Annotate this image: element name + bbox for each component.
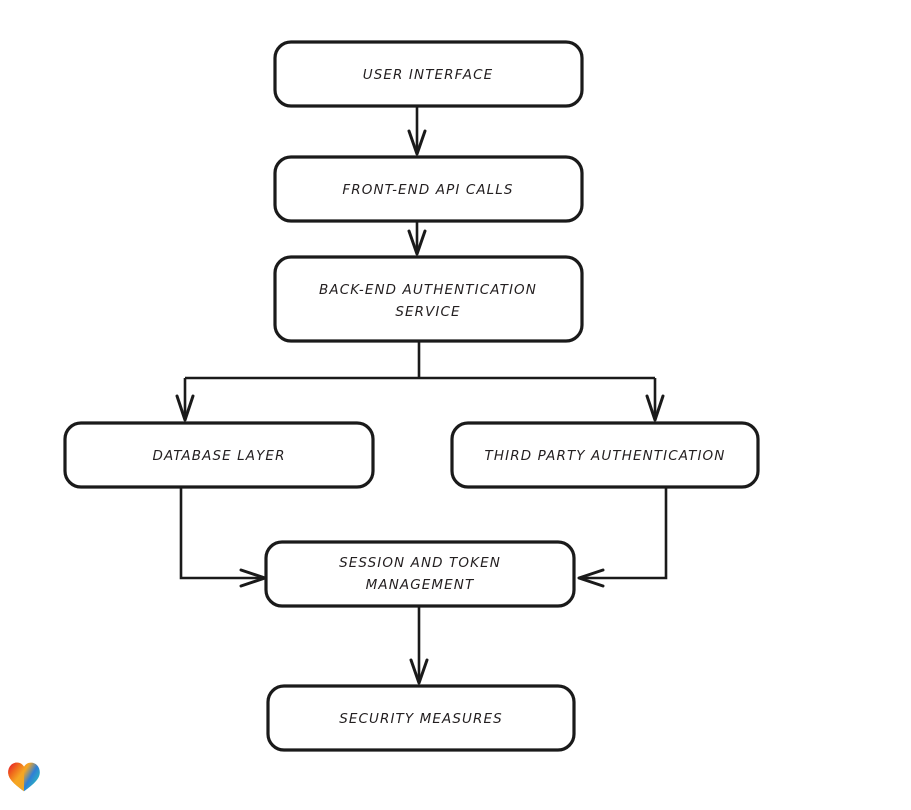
edge-api-to-backend: [407, 221, 427, 256]
node-label-session-token-mgmt-line2: MANAGEMENT: [366, 577, 475, 593]
node-box-back-end-auth-service[interactable]: [273, 255, 584, 343]
node-box-session-token-mgmt[interactable]: [264, 540, 576, 608]
heart-icon: [8, 762, 40, 792]
node-label-third-party-auth: THIRD PARTY AUTHENTICATION: [485, 448, 726, 464]
node-label-security-measures: SECURITY MEASURES: [339, 711, 503, 727]
node-box-front-end-api-calls[interactable]: [273, 155, 584, 223]
edge-backend-to-database: [175, 378, 195, 422]
node-box-user-interface[interactable]: [273, 40, 584, 108]
edge-session-to-security: [409, 606, 429, 685]
node-back-end-auth-service[interactable]: BACK-END AUTHENTICATION SERVICE: [273, 255, 584, 343]
node-session-token-mgmt[interactable]: SESSION AND TOKEN MANAGEMENT: [264, 540, 576, 608]
node-label-front-end-api-calls: FRONT-END API CALLS: [342, 182, 513, 198]
edge-ui-to-api: [407, 106, 427, 156]
node-box-security-measures[interactable]: [266, 684, 576, 752]
node-label-back-end-auth-service-line2: SERVICE: [395, 304, 460, 320]
node-box-third-party-auth[interactable]: [450, 421, 760, 489]
node-third-party-auth[interactable]: THIRD PARTY AUTHENTICATION: [450, 421, 760, 489]
node-label-database-layer: DATABASE LAYER: [152, 448, 285, 464]
edge-backend-branch-bus: [185, 341, 655, 380]
node-security-measures[interactable]: SECURITY MEASURES: [266, 684, 576, 752]
node-database-layer[interactable]: DATABASE LAYER: [63, 421, 375, 489]
edge-database-to-session: [179, 487, 267, 588]
node-label-user-interface: USER INTERFACE: [363, 67, 493, 83]
node-label-session-token-mgmt-line1: SESSION AND TOKEN: [339, 555, 501, 571]
node-user-interface[interactable]: USER INTERFACE: [273, 40, 584, 108]
edge-third-party-to-session: [577, 487, 668, 588]
node-front-end-api-calls[interactable]: FRONT-END API CALLS: [273, 155, 584, 223]
node-label-back-end-auth-service-line1: BACK-END AUTHENTICATION: [319, 282, 537, 298]
node-box-database-layer[interactable]: [63, 421, 375, 489]
edge-backend-to-third-party: [645, 378, 665, 422]
